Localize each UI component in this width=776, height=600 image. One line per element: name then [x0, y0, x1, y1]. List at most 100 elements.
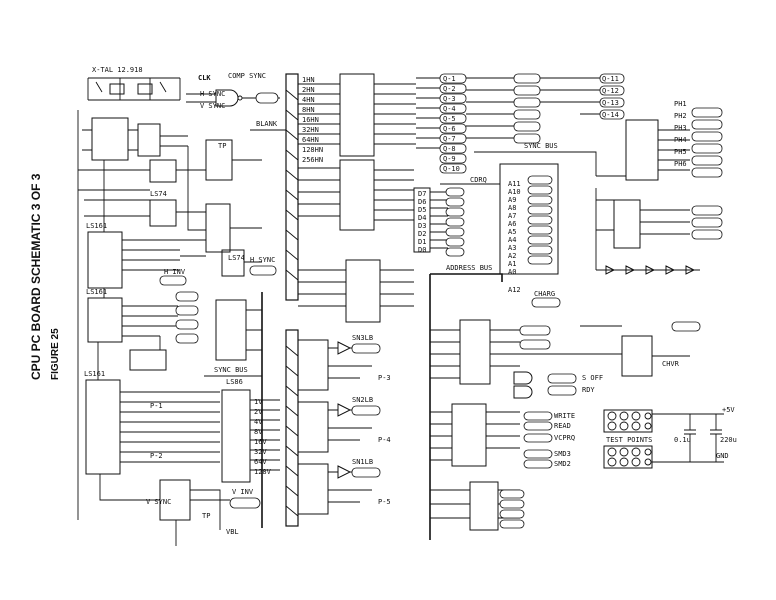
gnd-label: GND: [716, 452, 729, 460]
v-signal-3: 4V: [254, 418, 263, 426]
q-conn-r4: Q-14: [602, 111, 619, 119]
read-label: READ: [554, 422, 571, 430]
q-connectors-right: Q-11 Q-12 Q-13 Q-14: [580, 73, 625, 120]
bottom-output-stack: [499, 489, 525, 529]
smd3-label: SMD3: [554, 450, 571, 458]
q-conn-7: Q-7: [443, 135, 456, 143]
pill-a: [175, 291, 199, 302]
v-signal-2: 2V: [254, 408, 263, 416]
q-conn-5: Q-5: [443, 115, 456, 123]
test-points-label: TEST POINTS: [606, 436, 652, 444]
clk-gate: [186, 89, 280, 107]
q-conn-6: Q-6: [443, 125, 456, 133]
tp-label-vbl: TP: [202, 512, 210, 520]
chvr-label: CHVR: [662, 360, 680, 368]
addr-8: A8: [508, 204, 516, 212]
vinv-pill: [229, 497, 261, 509]
v5-label: +5V: [722, 406, 735, 414]
v-signal-1: 1V: [254, 398, 263, 406]
p-connectors: P-1 P-2 P-3 P-4 P-5: [150, 374, 391, 506]
q-conn-2: Q-2: [443, 85, 456, 93]
q-conn-8: Q-8: [443, 145, 456, 153]
pill-d: [175, 333, 199, 344]
addr-11: A11: [508, 180, 521, 188]
soff-label: S OFF: [582, 374, 603, 382]
ph-label-6: PH6: [674, 160, 687, 168]
data-line-3: D3: [418, 222, 426, 230]
q-conn-4: Q-4: [443, 105, 456, 113]
chip-label-5: LS74: [150, 190, 167, 198]
p-conn-5: P-5: [378, 498, 391, 506]
p-conn-3: P-3: [378, 374, 391, 382]
sync-sig-6: 32HN: [302, 126, 319, 134]
sn2lb-label: SN2LB: [352, 396, 373, 404]
sync-sig-3: 4HN: [302, 96, 315, 104]
vcprq-pill: [523, 433, 553, 443]
q-conn-1: Q-1: [443, 75, 456, 83]
smd2-label: SMD2: [554, 460, 571, 468]
addr-1: A1: [508, 260, 516, 268]
page-title: CPU PC BOARD SCHEMATIC 3 OF 3: [29, 173, 43, 380]
blank-label: BLANK: [256, 120, 278, 128]
q-conn-3: Q-3: [443, 95, 456, 103]
addr-12: A12: [508, 286, 521, 294]
sn-gates: [297, 339, 381, 515]
addr-7: A7: [508, 212, 516, 220]
data-line-4: D4: [418, 214, 426, 222]
vinv-label: V INV: [232, 488, 254, 496]
hsync-chip-group: [205, 139, 280, 483]
smd2-pill: [523, 459, 553, 469]
addr-0: A0: [508, 268, 516, 276]
left-counter-chips: [85, 117, 191, 521]
charg-label: CHARG: [534, 290, 555, 298]
vsync-low-label: V SYNC: [146, 498, 171, 506]
data-line-2: D2: [418, 230, 426, 238]
diode-chain: [596, 265, 700, 275]
data-line-5: D5: [418, 206, 426, 214]
chip-label-1: LS161: [86, 222, 107, 230]
addr-5: A5: [508, 228, 516, 236]
q-conn-9: Q-9: [443, 155, 456, 163]
vbl-label: VBL: [226, 528, 239, 536]
v-signal-8: 128V: [254, 468, 272, 476]
addr-4: A4: [508, 236, 516, 244]
v-signal-7: 64V: [254, 458, 267, 466]
address-bus-label: ADDRESS BUS: [446, 264, 492, 272]
read-pill: [523, 421, 553, 431]
vcprq-label: VCPRQ: [554, 434, 575, 442]
hinv-pill: [159, 275, 187, 286]
sync-sig-2: 2HN: [302, 86, 315, 94]
q-conn-r3: Q-13: [602, 99, 619, 107]
pill-c: [175, 319, 199, 330]
ph-label-5: PH5: [674, 148, 687, 156]
comp-sync-label: COMP SYNC: [228, 72, 266, 80]
ph-chip-group: [595, 107, 723, 270]
v-signal-6: 32V: [254, 448, 267, 456]
q-conn-r1: Q-11: [602, 75, 619, 83]
sync-signal-list: 1HN 2HN 4HN 8HN 16HN 32HN 64HN 128HN 256…: [302, 76, 323, 164]
chip-label-2: LS161: [86, 288, 107, 296]
q-connectors-top: Q-1 Q-2 Q-3 Q-4 Q-5 Q-6 Q-7 Q-8 Q-9 Q-10: [416, 73, 467, 174]
data-line-1: D1: [418, 238, 426, 246]
sn3lb-label: SN3LB: [352, 334, 373, 342]
center-bus: [285, 73, 299, 527]
p-conn-1: P-1: [150, 402, 163, 410]
sync-sig-7: 64HN: [302, 136, 319, 144]
v-signal-4: 8V: [254, 428, 263, 436]
rdy-label: RDY: [582, 386, 595, 394]
v-signals: 1V 2V 4V 8V 16V 32V 64V 128V: [254, 398, 272, 476]
address-lines: A12 A11 A10 A9 A8 A7 A6 A5 A4 A3 A2 A1 A…: [499, 163, 559, 294]
data-line-0: D0: [418, 246, 426, 254]
pill-b: [175, 305, 199, 316]
sync-sig-4: 8HN: [302, 106, 315, 114]
p-conn-4: P-4: [378, 436, 391, 444]
addr-3: A3: [508, 244, 516, 252]
p-conn-2: P-2: [150, 452, 163, 460]
q-connectors-second: [466, 73, 580, 144]
hsync-pill: [249, 265, 277, 276]
tp-label-hsync: TP: [218, 142, 226, 150]
cap1-label: 0.1u: [674, 436, 691, 444]
hsync-mid-label: H SYNC: [250, 256, 275, 264]
sync-sig-9: 256HN: [302, 156, 323, 164]
